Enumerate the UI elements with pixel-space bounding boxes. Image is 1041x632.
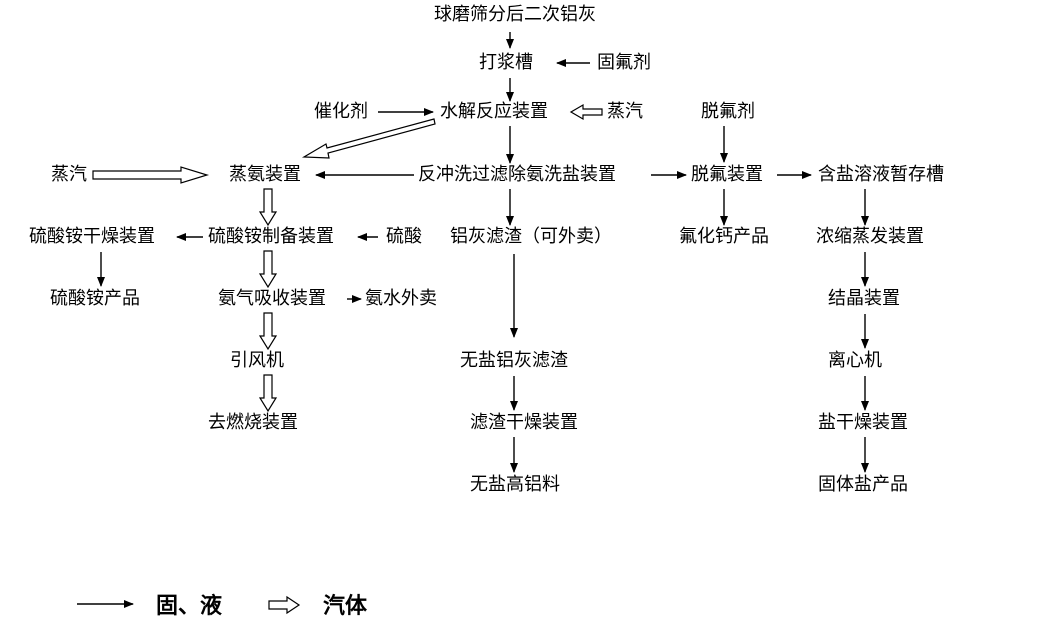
node-saltfree-residue: 无盐铝灰滤渣 [460, 350, 568, 371]
node-steam-right: 蒸汽 [607, 101, 643, 122]
node-defluorination: 脱氟装置 [691, 164, 763, 185]
node-salt-dryer: 盐干燥装置 [818, 412, 908, 433]
node-ammonia-absorber: 氨气吸收装置 [218, 288, 326, 309]
node-concentrator: 浓缩蒸发装置 [816, 226, 924, 247]
node-al-filter-residue: 铝灰滤渣（可外卖） [450, 226, 612, 247]
node-steam-left: 蒸汽 [51, 164, 87, 185]
arrow-steam-to-hydrolysis [569, 103, 603, 121]
node-crystallizer: 结晶装置 [828, 288, 900, 309]
legend-gas-arrow [268, 595, 301, 615]
gas-arrows [92, 103, 603, 615]
diagram-title: 球磨筛分后二次铝灰 [434, 4, 596, 25]
arrow-asprep-to-absorber [258, 250, 278, 289]
node-sulfuric-acid: 硫酸 [386, 226, 422, 247]
node-caf2-product: 氟化钙产品 [679, 226, 769, 247]
node-as-product: 硫酸铵产品 [50, 288, 140, 309]
node-hydrolysis: 水解反应装置 [440, 101, 548, 122]
arrow-hydrolysis-to-evaporator [301, 118, 436, 159]
node-ammonia-evaporator: 蒸氨装置 [229, 164, 301, 185]
arrow-steam-to-evaporator [92, 166, 210, 184]
node-high-al-material: 无盐高铝料 [470, 474, 560, 495]
node-induced-fan: 引风机 [230, 350, 284, 371]
node-incinerator: 去燃烧装置 [208, 412, 298, 433]
arrow-absorber-to-fan [258, 312, 278, 351]
node-centrifuge: 离心机 [828, 350, 882, 371]
node-residue-dryer: 滤渣干燥装置 [470, 412, 578, 433]
arrow-fan-to-incinerator [258, 374, 278, 413]
node-as-dryer: 硫酸铵干燥装置 [29, 226, 155, 247]
legend-gas-label: 汽体 [323, 594, 368, 619]
node-catalyst: 催化剂 [314, 101, 368, 122]
node-ammonia-water: 氨水外卖 [365, 288, 437, 309]
node-salt-tank: 含盐溶液暂存槽 [818, 164, 944, 185]
node-fixing-agent: 固氟剂 [597, 52, 651, 73]
solid-liquid-arrows [77, 32, 869, 608]
node-as-prep: 硫酸铵制备装置 [208, 226, 334, 247]
node-solid-salt: 固体盐产品 [818, 474, 908, 495]
node-backwash: 反冲洗过滤除氨洗盐装置 [418, 164, 616, 185]
legend-solid-liquid-label: 固、液 [156, 594, 223, 619]
arrow-evaporator-to-asprep [258, 188, 278, 227]
node-defluorinating-agent: 脱氟剂 [701, 101, 755, 122]
node-slurry-tank: 打浆槽 [479, 52, 533, 73]
